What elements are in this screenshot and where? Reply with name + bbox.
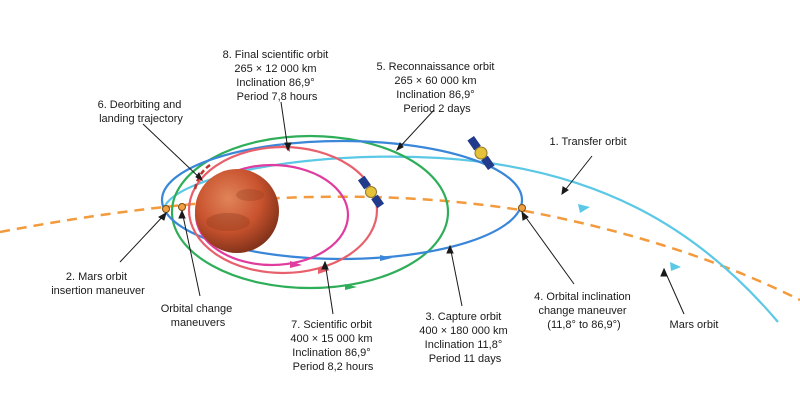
leader-arrow: [321, 260, 329, 270]
leader-line-reconnaissance: [396, 109, 435, 151]
transfer-orbit-arrow: [578, 204, 590, 213]
mars-surface-shade: [206, 213, 250, 231]
leader-line-scientific: [324, 261, 334, 315]
label-deorbit-trajectory: 6. Deorbiting and landing trajectory: [98, 99, 185, 125]
leader-line-inclination: [521, 211, 575, 285]
leader-arrow: [195, 172, 203, 182]
label-transfer-orbit: 1. Transfer orbit: [549, 136, 626, 148]
satellite-icon: [357, 175, 385, 209]
insertion-maneuver-point: [162, 205, 170, 213]
label-inclination-change: 4. Orbital inclination change maneuver (…: [534, 291, 634, 331]
mars-planet: [195, 169, 279, 253]
scientific-orbit-arrow: [290, 261, 302, 268]
mars-orbit-path: [0, 195, 800, 302]
label-final-scientific-orbit: 8. Final scientific orbit 265 × 12 000 k…: [223, 49, 332, 103]
label-capture-orbit: 3. Capture orbit 400 × 180 000 km Inclin…: [419, 311, 510, 365]
leader-arrow: [284, 142, 292, 152]
leader-line-transfer: [561, 155, 593, 195]
label-mars-orbit: Mars orbit: [670, 319, 719, 331]
final-orbit-path: [187, 145, 379, 275]
leader-line-final: [280, 101, 289, 151]
mars-surface-shade: [236, 189, 264, 201]
leader-arrow: [396, 142, 404, 152]
label-mars-insertion: 2. Mars orbit insertion maneuver: [51, 271, 145, 297]
label-scientific-orbit: 7. Scientific orbit 400 × 15 000 km Incl…: [290, 319, 375, 373]
leader-arrow: [660, 267, 668, 277]
leader-arrow: [158, 211, 167, 221]
capture-orbit-arrow: [380, 255, 392, 261]
leader-arrow: [521, 210, 529, 221]
reconnaissance-orbit-arrow: [345, 284, 357, 290]
inclination-change-point: [518, 204, 526, 212]
leader-arrow: [178, 209, 186, 219]
leader-arrow: [561, 186, 569, 196]
label-orbital-change: Orbital change maneuvers: [161, 303, 236, 329]
reconnaissance-orbit-path: [170, 134, 450, 290]
transfer-orbit-arrow: [670, 262, 681, 271]
leader-line-deorbit: [142, 123, 203, 181]
leader-line-insertion: [119, 212, 167, 263]
leader-line-capture: [449, 245, 463, 307]
label-reconnaissance-orbit: 5. Reconnaissance orbit 265 × 60 000 km …: [376, 61, 497, 115]
leader-line-orbital-change: [181, 210, 201, 297]
leader-arrow: [446, 244, 454, 254]
satellite-icon: [467, 135, 495, 171]
orbital-change-point: [178, 203, 186, 211]
